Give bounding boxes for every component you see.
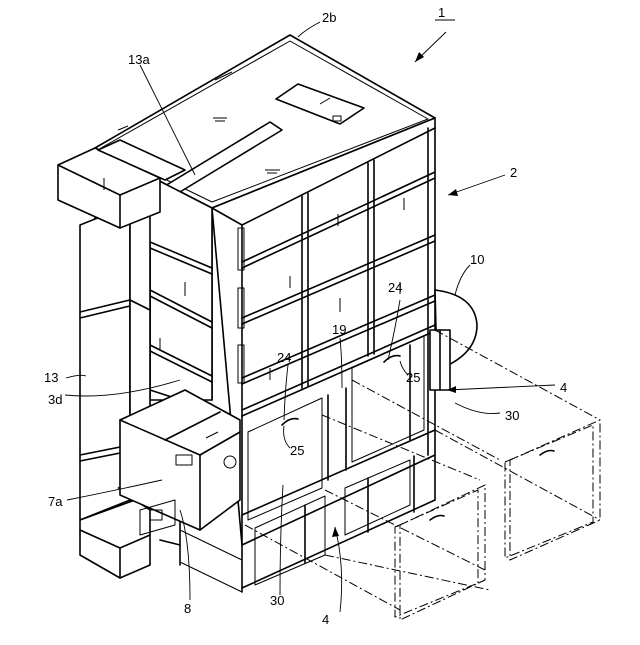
label-4-right: 4 [560, 380, 567, 395]
drawer-4-left [400, 485, 485, 620]
label-10: 10 [470, 252, 484, 267]
label-19: 19 [332, 322, 346, 337]
label-25-right: 25 [406, 370, 420, 385]
label-30-left: 30 [270, 593, 284, 608]
label-8: 8 [184, 601, 191, 616]
label-24-left: 24 [277, 350, 291, 365]
label-7a: 7a [48, 494, 63, 509]
label-24-right: 24 [388, 280, 402, 295]
label-1: 1 [438, 5, 445, 20]
label-4-bottom: 4 [322, 612, 329, 627]
label-13a: 13a [128, 52, 150, 67]
label-25-left: 25 [290, 443, 304, 458]
label-30-right: 30 [505, 408, 519, 423]
label-2: 2 [510, 165, 517, 180]
label-2b: 2b [322, 10, 336, 25]
label-3d: 3d [48, 392, 62, 407]
label-13: 13 [44, 370, 58, 385]
